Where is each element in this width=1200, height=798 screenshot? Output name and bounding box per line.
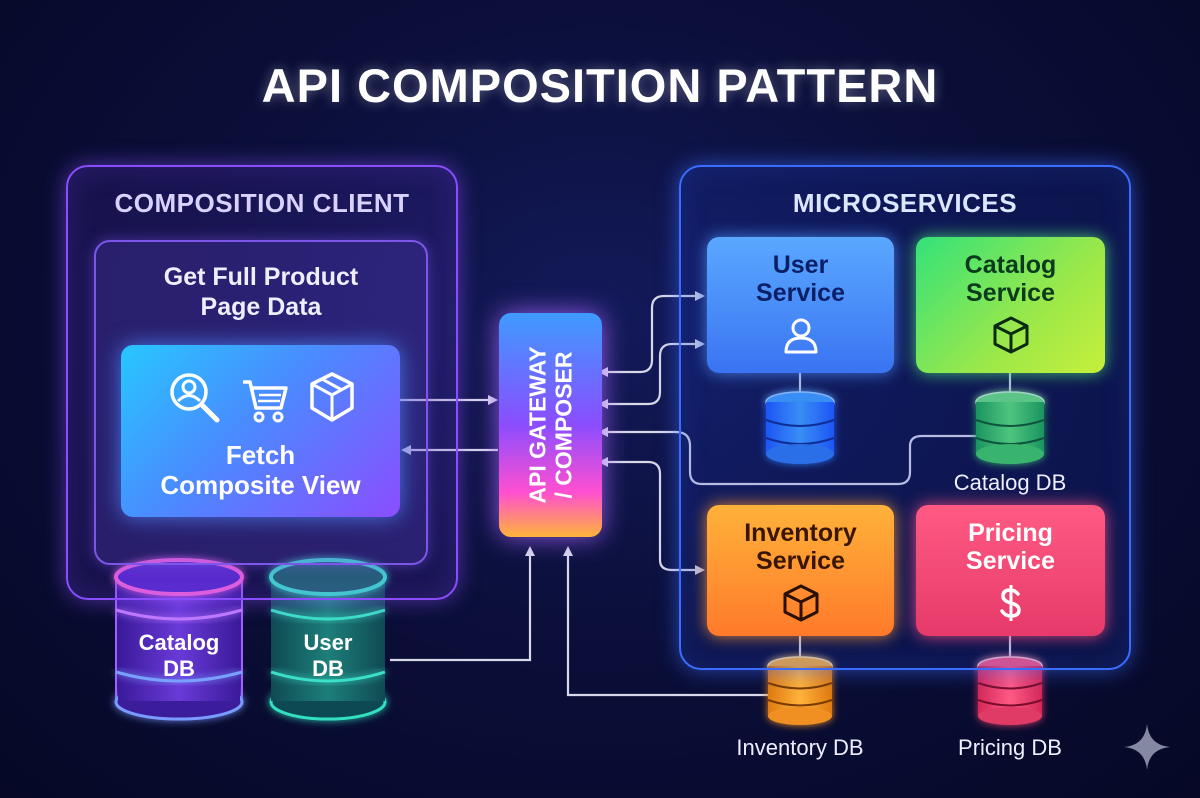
diagram-title: API COMPOSITION PATTERN [261, 59, 939, 112]
user-service-box[interactable]: User Service [707, 237, 894, 373]
client-user-db-line1: User [303, 630, 353, 655]
product-page-label-line1: Get Full Product [163, 263, 359, 291]
client-catalog-db-label: Catalog DB [116, 630, 242, 682]
inventory-service-box[interactable]: Inventory Service [707, 505, 894, 636]
microservices-label: MICROSERVICES [792, 188, 1018, 218]
fetch-composite-view-label: Fetch Composite View [121, 440, 400, 500]
product-page-label-line2: Page Data [200, 293, 322, 321]
api-gateway-composer[interactable] [499, 313, 602, 537]
api-gateway-label-line1: API GATEWAY [524, 346, 551, 504]
fetch-icons [121, 368, 400, 428]
search-user-icon [169, 373, 219, 423]
client-catalog-db-line1: Catalog [138, 630, 220, 655]
catalog-db-caption: Catalog DB [953, 470, 1067, 495]
catalog-service-line1: Catalog [964, 251, 1057, 279]
sparkle-icon [1124, 724, 1170, 770]
user-service-line1: User [772, 251, 829, 279]
fetch-label-line2: Composite View [160, 470, 361, 500]
product-page-label: Get Full Product Page Data [94, 262, 428, 322]
pricing-service-box[interactable]: Pricing Service [916, 505, 1105, 636]
fetch-composite-view-box[interactable] [121, 345, 400, 517]
cube-icon [993, 316, 1028, 354]
api-gateway-label: API GATEWAY / COMPOSER [499, 313, 602, 537]
inventory-service-line2: Service [756, 547, 845, 575]
cube-icon [783, 584, 818, 622]
user-service-line2: Service [756, 279, 845, 307]
pricing-service-line2: Service [966, 547, 1055, 575]
catalog-service-line2: Service [966, 279, 1055, 307]
inventory-db-caption: Inventory DB [736, 735, 864, 760]
inventory-service-line1: Inventory [744, 519, 857, 547]
box-icon [309, 372, 354, 422]
user-icon [784, 318, 817, 354]
pricing-db-caption: Pricing DB [958, 735, 1062, 760]
composition-client-label: COMPOSITION CLIENT [114, 188, 410, 218]
pricing-service-line1: Pricing [968, 519, 1053, 547]
client-catalog-db-line2: DB [163, 656, 195, 681]
client-user-db-label: User DB [271, 630, 385, 682]
catalog-service-box[interactable]: Catalog Service [916, 237, 1105, 373]
client-user-db-line2: DB [312, 656, 344, 681]
api-gateway-label-line2: / COMPOSER [550, 351, 577, 499]
cart-icon [242, 380, 288, 423]
fetch-label-line1: Fetch [225, 440, 296, 470]
dollar-icon [999, 585, 1021, 621]
